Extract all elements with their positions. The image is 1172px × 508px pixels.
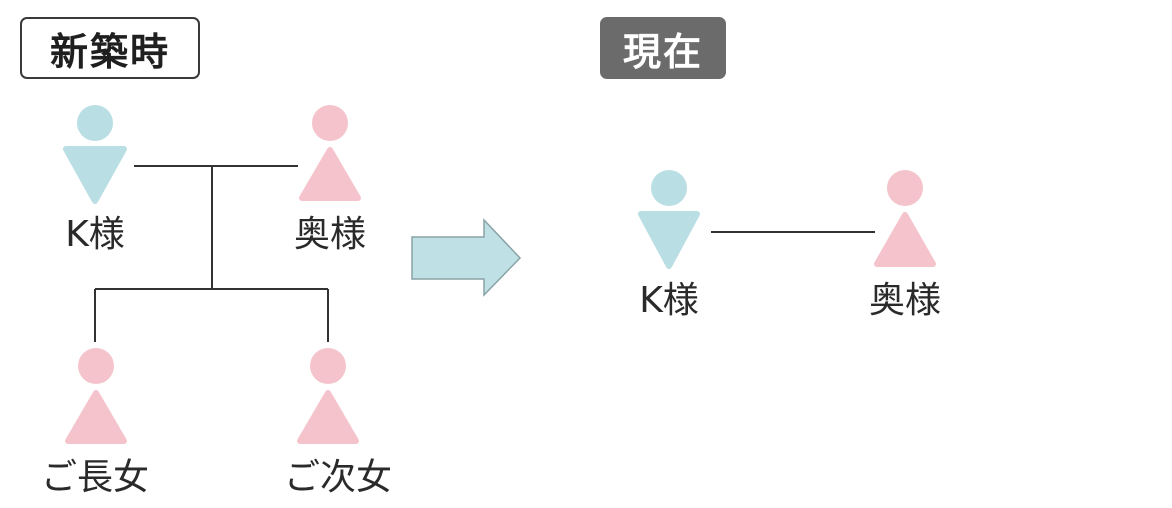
wife-label-after: 奥様: [868, 280, 941, 321]
before-family-lines: [94, 165, 329, 342]
female-person-icon: [299, 105, 361, 201]
after-section-label-text: 現在: [622, 29, 703, 74]
female-person-icon: [874, 170, 936, 267]
male-person-icon: [63, 105, 127, 204]
female-person-icon: [65, 348, 127, 444]
second-daughter-label: ご次女: [283, 457, 392, 498]
wife-label-before: 奥様: [293, 214, 366, 255]
before-section-label: 新築時: [20, 17, 200, 79]
before-section-label-text: 新築時: [49, 29, 170, 74]
husband-label-before: K様: [65, 214, 125, 255]
husband-label-after: K様: [639, 280, 699, 321]
female-person-icon: [297, 348, 359, 444]
male-person-icon: [638, 170, 700, 269]
eldest-daughter-label: ご長女: [40, 457, 149, 498]
after-section-label: 現在: [600, 17, 726, 79]
right-arrow-icon: [411, 218, 522, 297]
